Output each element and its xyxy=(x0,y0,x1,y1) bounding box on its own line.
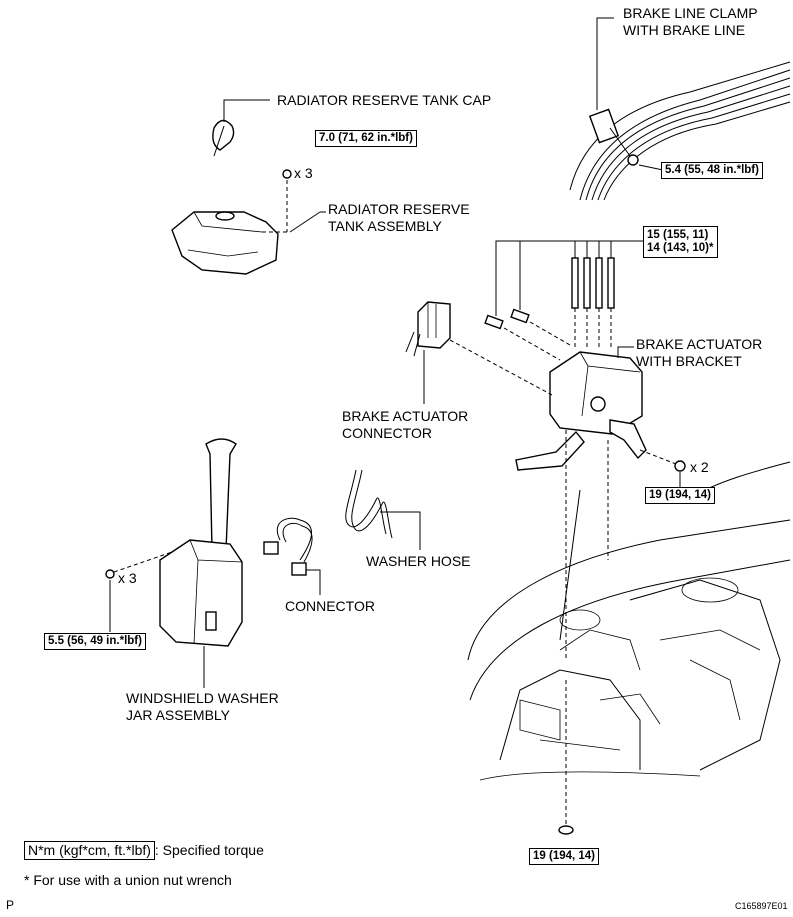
torque-bracket-bolts: 19 (194, 14) xyxy=(645,487,716,504)
legend-torque: N*m (kgf*cm, ft.*lbf): Specified torque xyxy=(24,841,264,860)
washer-hose-drawing xyxy=(345,469,421,550)
radiator-tank-label-line2: TANK ASSEMBLY xyxy=(328,218,442,234)
torque-union-nuts-line1: 15 (155, 11) xyxy=(647,229,709,241)
page-mark: P xyxy=(6,898,15,912)
washer-jar-label-line2: JAR ASSEMBLY xyxy=(126,707,231,723)
qty-bracket-bolts: x 2 xyxy=(690,459,709,475)
engine-bay-drawing xyxy=(467,430,791,826)
brake-connector-label: BRAKE ACTUATOR CONNECTOR xyxy=(342,408,468,442)
brake-actuator-label-line2: WITH BRACKET xyxy=(636,353,742,369)
radiator-tank-label: RADIATOR RESERVE TANK ASSEMBLY xyxy=(328,201,470,235)
washer-jar-label: WINDSHIELD WASHER JAR ASSEMBLY xyxy=(126,690,279,724)
radiator-tank-label-line1: RADIATOR RESERVE xyxy=(328,201,470,217)
torque-bottom-nut: 19 (194, 14) xyxy=(529,848,600,865)
brake-actuator-drawing xyxy=(484,240,686,488)
brake-line-clamp-label: BRAKE LINE CLAMP WITH BRAKE LINE xyxy=(623,5,758,39)
bottom-nut-drawing xyxy=(558,825,574,835)
washer-jar-drawing xyxy=(105,438,243,688)
radiator-cap-drawing xyxy=(212,99,270,157)
brake-connector-label-line2: CONNECTOR xyxy=(342,425,432,441)
torque-union-nuts-line2: 14 (143, 10)* xyxy=(647,242,714,254)
brake-connector-drawing xyxy=(405,301,553,404)
figure-id: C165897E01 xyxy=(735,901,788,911)
radiator-cap-label: RADIATOR RESERVE TANK CAP xyxy=(277,92,492,108)
qty-jar-bolts: x 3 xyxy=(118,570,137,586)
torque-clamp-bolt: 5.4 (55, 48 in.*lbf) xyxy=(661,162,763,179)
connector-drawing xyxy=(263,517,321,595)
qty-cap-bolts: x 3 xyxy=(294,165,313,181)
legend-note: * For use with a union nut wrench xyxy=(24,872,232,888)
brake-actuator-label: BRAKE ACTUATOR WITH BRACKET xyxy=(636,336,762,370)
connector-label: CONNECTOR xyxy=(285,598,375,614)
brake-line-clamp-drawing xyxy=(569,17,791,201)
legend-unit-box: N*m (kgf*cm, ft.*lbf) xyxy=(24,841,155,860)
washer-jar-label-line1: WINDSHIELD WASHER xyxy=(126,690,279,706)
brake-line-clamp-label-line1: BRAKE LINE CLAMP xyxy=(623,5,758,21)
torque-union-nuts: 15 (155, 11) 14 (143, 10)* xyxy=(643,226,718,258)
brake-actuator-label-line1: BRAKE ACTUATOR xyxy=(636,336,763,352)
torque-jar-bolts: 5.5 (56, 49 in.*lbf) xyxy=(44,633,146,650)
torque-cap-bolts: 7.0 (71, 62 in.*lbf) xyxy=(315,130,417,147)
legend-unit-desc: : Specified torque xyxy=(154,842,264,858)
radiator-tank-drawing xyxy=(171,169,326,275)
brake-connector-label-line1: BRAKE ACTUATOR xyxy=(342,408,469,424)
brake-line-clamp-label-line2: WITH BRAKE LINE xyxy=(623,22,746,38)
washer-hose-label: WASHER HOSE xyxy=(366,553,471,569)
